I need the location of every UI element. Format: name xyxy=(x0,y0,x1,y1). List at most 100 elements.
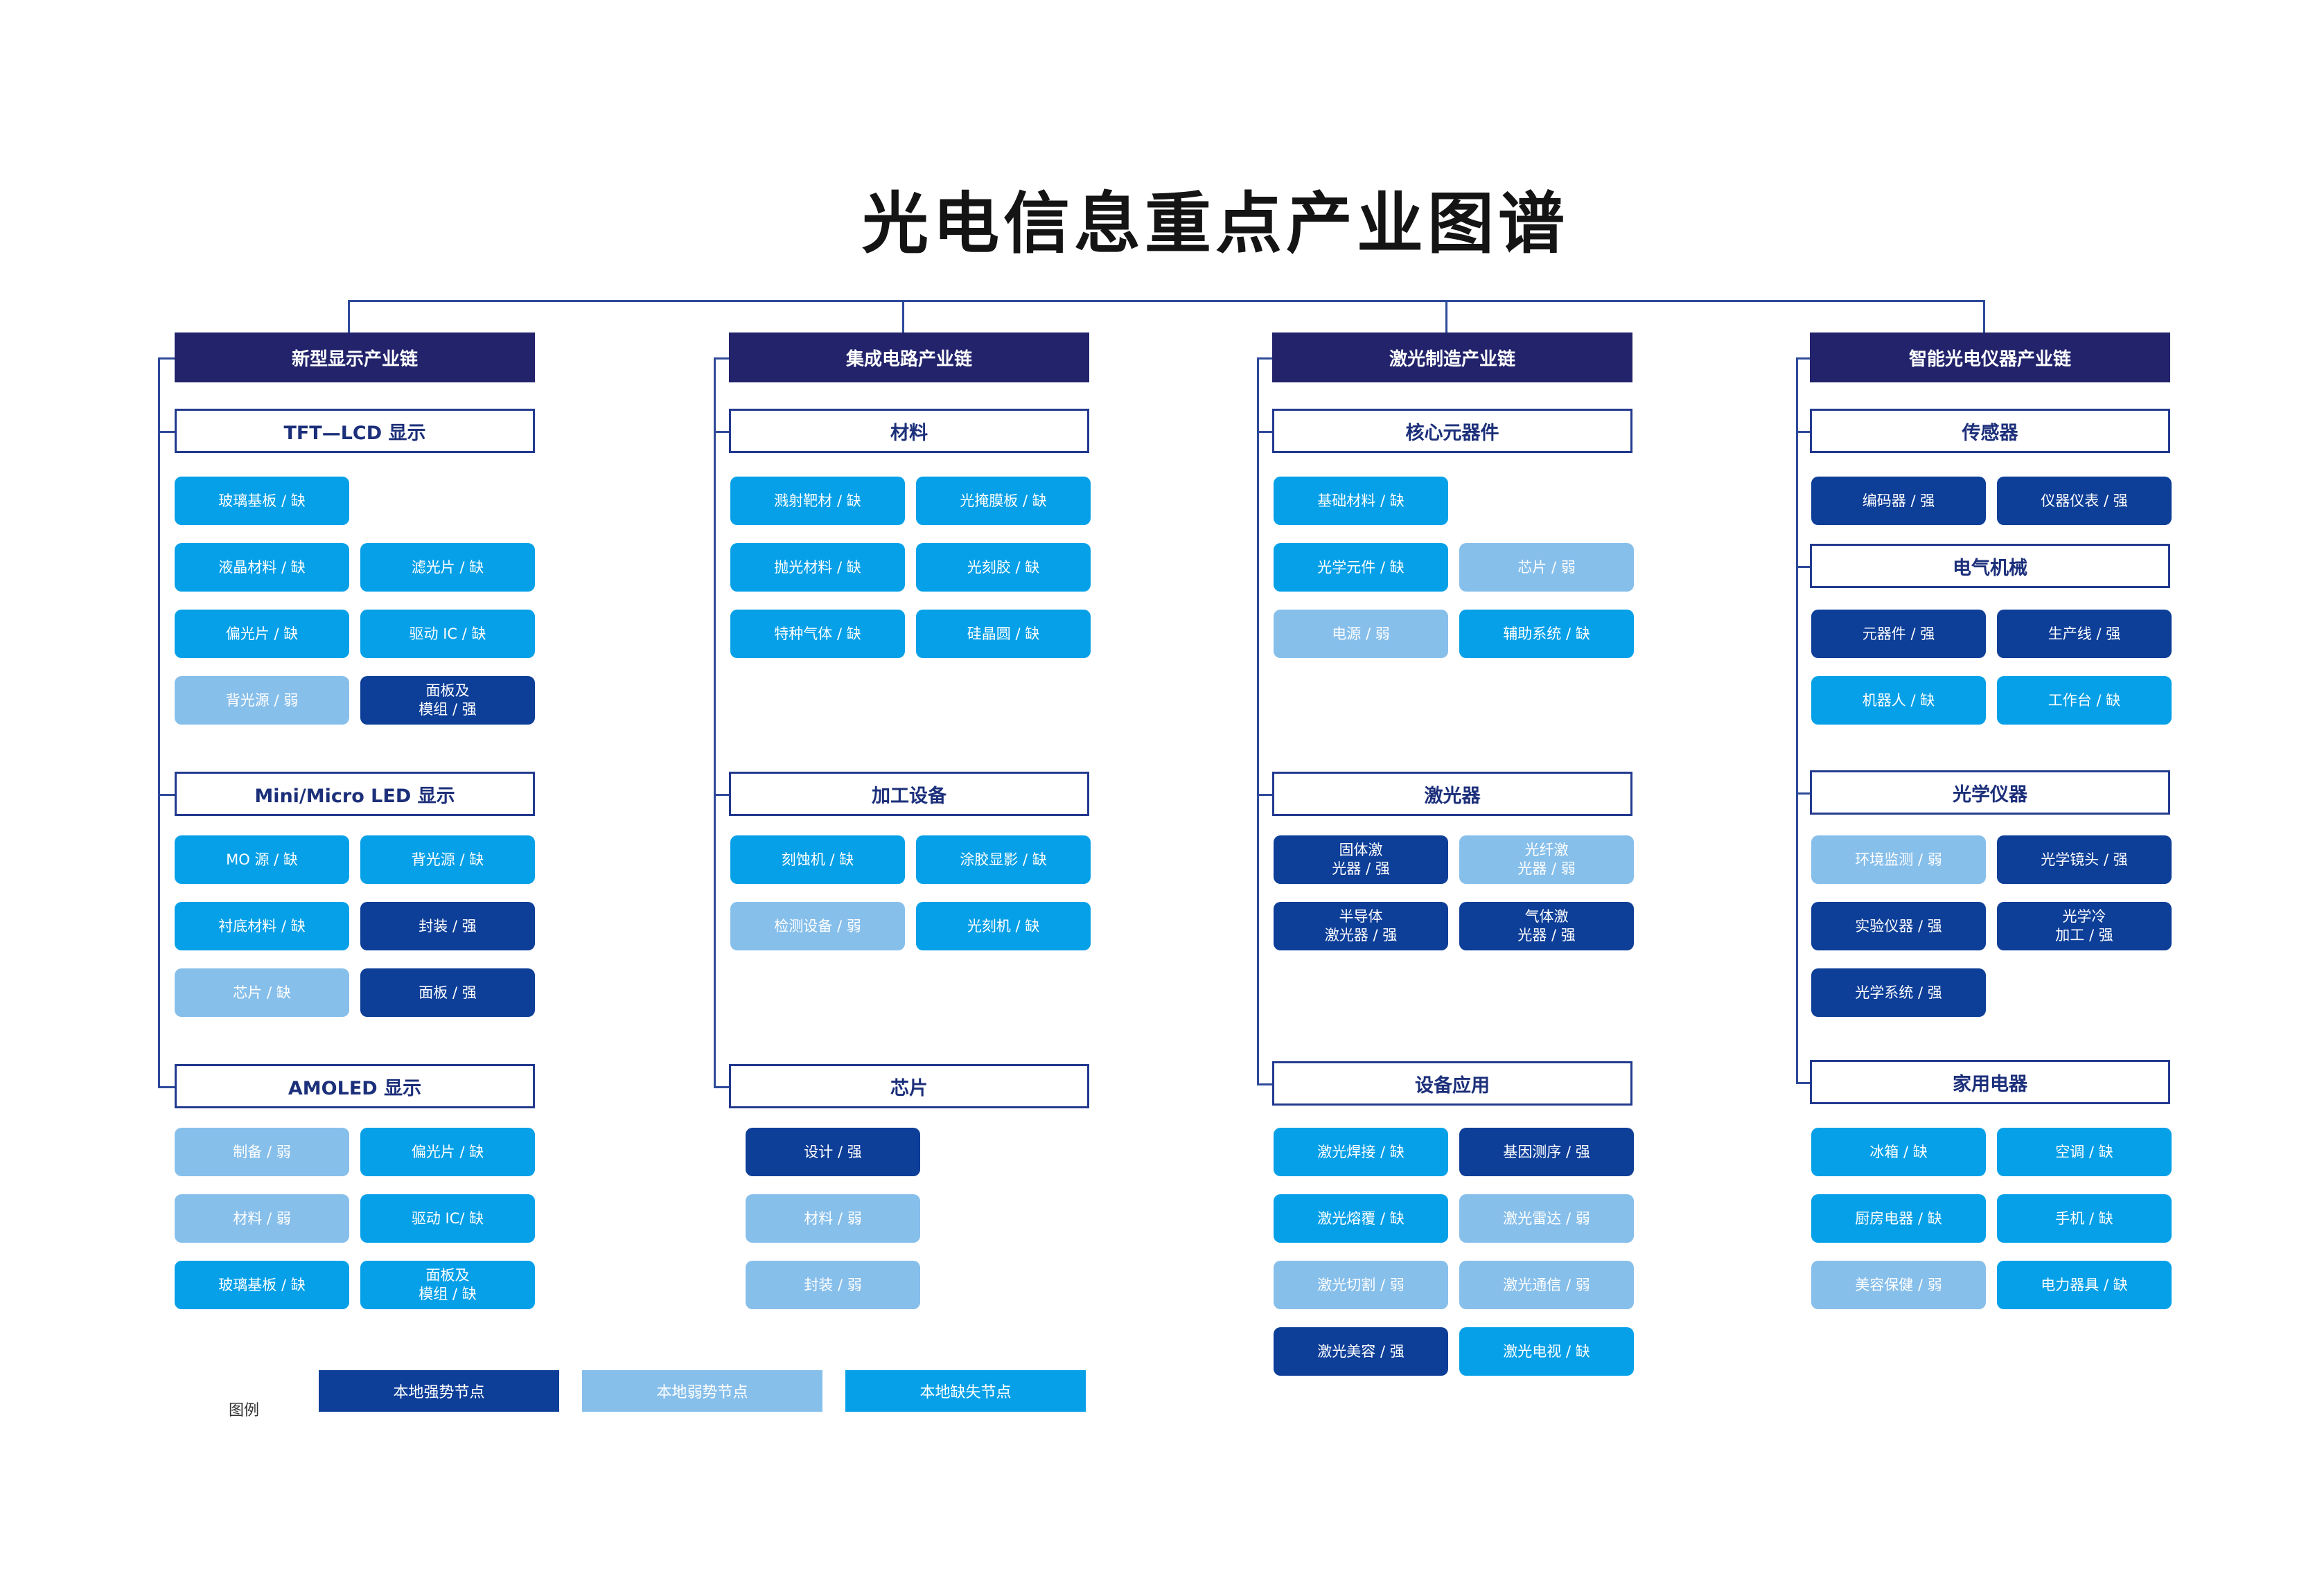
node-box[interactable]: 激光电视 / 缺 xyxy=(1459,1327,1634,1376)
node-box[interactable]: 溅射靶材 / 缺 xyxy=(730,477,905,525)
top-connector-line xyxy=(348,300,1983,302)
node-box[interactable]: MO 源 / 缺 xyxy=(175,835,349,884)
node-box[interactable]: 抛光材料 / 缺 xyxy=(730,543,905,592)
node-box[interactable]: 制备 / 弱 xyxy=(175,1128,349,1176)
node-box[interactable]: 背光源 / 缺 xyxy=(360,835,535,884)
node-box[interactable]: 光刻机 / 缺 xyxy=(916,902,1091,950)
legend-weak-swatch: 本地弱势节点 xyxy=(582,1370,822,1412)
node-box[interactable]: 芯片 / 弱 xyxy=(1459,543,1634,592)
node-box[interactable]: 光掩膜板 / 缺 xyxy=(916,477,1091,525)
node-box[interactable]: 衬底材料 / 缺 xyxy=(175,902,349,950)
node-box[interactable]: 半导体 激光器 / 强 xyxy=(1274,902,1448,950)
chain-header-3: 智能光电仪器产业链 xyxy=(1810,333,2170,382)
node-box[interactable]: 厨房电器 / 缺 xyxy=(1811,1194,1986,1243)
node-box[interactable]: 气体激 光器 / 强 xyxy=(1459,902,1634,950)
chain-header-2: 激光制造产业链 xyxy=(1272,333,1632,382)
node-box[interactable]: 空调 / 缺 xyxy=(1997,1128,2172,1176)
node-box[interactable]: 光学系统 / 强 xyxy=(1811,968,1986,1017)
node-box[interactable]: 硅晶圆 / 缺 xyxy=(916,610,1091,658)
chain-header-0: 新型显示产业链 xyxy=(175,333,535,382)
node-box[interactable]: 面板 / 强 xyxy=(360,968,535,1017)
node-box[interactable]: 电力器具 / 缺 xyxy=(1997,1261,2172,1309)
node-box[interactable]: 激光通信 / 弱 xyxy=(1459,1261,1634,1309)
category-bracket-tick xyxy=(1796,431,1810,433)
node-box[interactable]: 玻璃基板 / 缺 xyxy=(175,1261,349,1309)
category-header: 光学仪器 xyxy=(1810,770,2170,815)
node-box[interactable]: 检测设备 / 弱 xyxy=(730,902,905,950)
node-box[interactable]: 液晶材料 / 缺 xyxy=(175,543,349,592)
category-header: 电气机械 xyxy=(1810,544,2170,588)
node-box[interactable]: 设计 / 强 xyxy=(746,1128,920,1176)
category-header: 激光器 xyxy=(1272,772,1632,816)
node-box[interactable]: 手机 / 缺 xyxy=(1997,1194,2172,1243)
node-box[interactable]: 面板及 模组 / 缺 xyxy=(360,1261,535,1309)
node-box[interactable]: 激光焊接 / 缺 xyxy=(1274,1128,1448,1176)
category-bracket-tick xyxy=(1796,566,1810,568)
node-box[interactable]: 辅助系统 / 缺 xyxy=(1459,610,1634,658)
node-box[interactable]: 基因测序 / 强 xyxy=(1459,1128,1634,1176)
node-box[interactable]: 材料 / 弱 xyxy=(175,1194,349,1243)
category-bracket-tick xyxy=(158,794,175,796)
category-bracket-tick xyxy=(1257,1083,1272,1085)
category-header: 家用电器 xyxy=(1810,1060,2170,1104)
category-bracket-tick xyxy=(714,431,729,433)
node-box[interactable]: 光纤激 光器 / 弱 xyxy=(1459,835,1634,884)
node-box[interactable]: 基础材料 / 缺 xyxy=(1274,477,1448,525)
node-box[interactable]: 光刻胶 / 缺 xyxy=(916,543,1091,592)
node-box[interactable]: 偏光片 / 缺 xyxy=(175,610,349,658)
chain-drop-line xyxy=(348,300,350,333)
node-box[interactable]: 光学镜头 / 强 xyxy=(1997,835,2172,884)
node-box[interactable]: 美容保健 / 弱 xyxy=(1811,1261,1986,1309)
legend-title: 图例 xyxy=(229,1402,260,1419)
node-box[interactable]: 激光美容 / 强 xyxy=(1274,1327,1448,1376)
category-bracket-tick xyxy=(1257,431,1272,433)
chain-bracket-tick xyxy=(1257,357,1272,360)
node-box[interactable]: 背光源 / 弱 xyxy=(175,676,349,725)
node-box[interactable]: 环境监测 / 弱 xyxy=(1811,835,1986,884)
node-box[interactable]: 芯片 / 缺 xyxy=(175,968,349,1017)
category-header: AMOLED 显示 xyxy=(175,1064,535,1108)
node-box[interactable]: 实验仪器 / 强 xyxy=(1811,902,1986,950)
node-box[interactable]: 机器人 / 缺 xyxy=(1811,676,1986,725)
category-bracket-tick xyxy=(1796,1082,1810,1084)
node-box[interactable]: 元器件 / 强 xyxy=(1811,610,1986,658)
node-box[interactable]: 电源 / 弱 xyxy=(1274,610,1448,658)
category-bracket-tick xyxy=(158,431,175,433)
node-box[interactable]: 固体激 光器 / 强 xyxy=(1274,835,1448,884)
node-box[interactable]: 滤光片 / 缺 xyxy=(360,543,535,592)
category-header: 材料 xyxy=(729,409,1089,453)
node-box[interactable]: 封装 / 强 xyxy=(360,902,535,950)
node-box[interactable]: 激光切割 / 弱 xyxy=(1274,1261,1448,1309)
node-box[interactable]: 封装 / 弱 xyxy=(746,1261,920,1309)
node-box[interactable]: 编码器 / 强 xyxy=(1811,477,1986,525)
node-box[interactable]: 面板及 模组 / 强 xyxy=(360,676,535,725)
node-box[interactable]: 仪器仪表 / 强 xyxy=(1997,477,2172,525)
category-header: TFT—LCD 显示 xyxy=(175,409,535,453)
chain-bracket-tick xyxy=(158,357,175,360)
node-box[interactable]: 驱动 IC/ 缺 xyxy=(360,1194,535,1243)
category-header: Mini/Micro LED 显示 xyxy=(175,772,535,816)
node-box[interactable]: 生产线 / 强 xyxy=(1997,610,2172,658)
node-box[interactable]: 激光熔覆 / 缺 xyxy=(1274,1194,1448,1243)
category-header: 核心元器件 xyxy=(1272,409,1632,453)
node-box[interactable]: 激光雷达 / 弱 xyxy=(1459,1194,1634,1243)
category-header: 加工设备 xyxy=(729,772,1089,816)
node-box[interactable]: 冰箱 / 缺 xyxy=(1811,1128,1986,1176)
node-box[interactable]: 工作台 / 缺 xyxy=(1997,676,2172,725)
chain-bracket-tick xyxy=(714,357,729,360)
node-box[interactable]: 光学元件 / 缺 xyxy=(1274,543,1448,592)
node-box[interactable]: 特种气体 / 缺 xyxy=(730,610,905,658)
node-box[interactable]: 偏光片 / 缺 xyxy=(360,1128,535,1176)
category-bracket-tick xyxy=(158,1086,175,1088)
node-box[interactable]: 刻蚀机 / 缺 xyxy=(730,835,905,884)
chain-bracket-line xyxy=(1796,357,1798,1082)
node-box[interactable]: 光学冷 加工 / 强 xyxy=(1997,902,2172,950)
node-box[interactable]: 玻璃基板 / 缺 xyxy=(175,477,349,525)
chain-drop-line xyxy=(1983,300,1985,333)
category-bracket-tick xyxy=(714,794,729,796)
node-box[interactable]: 驱动 IC / 缺 xyxy=(360,610,535,658)
category-bracket-tick xyxy=(714,1086,729,1088)
node-box[interactable]: 材料 / 弱 xyxy=(746,1194,920,1243)
page-title: 光电信息重点产业图谱 xyxy=(862,185,1569,263)
node-box[interactable]: 涂胶显影 / 缺 xyxy=(916,835,1091,884)
